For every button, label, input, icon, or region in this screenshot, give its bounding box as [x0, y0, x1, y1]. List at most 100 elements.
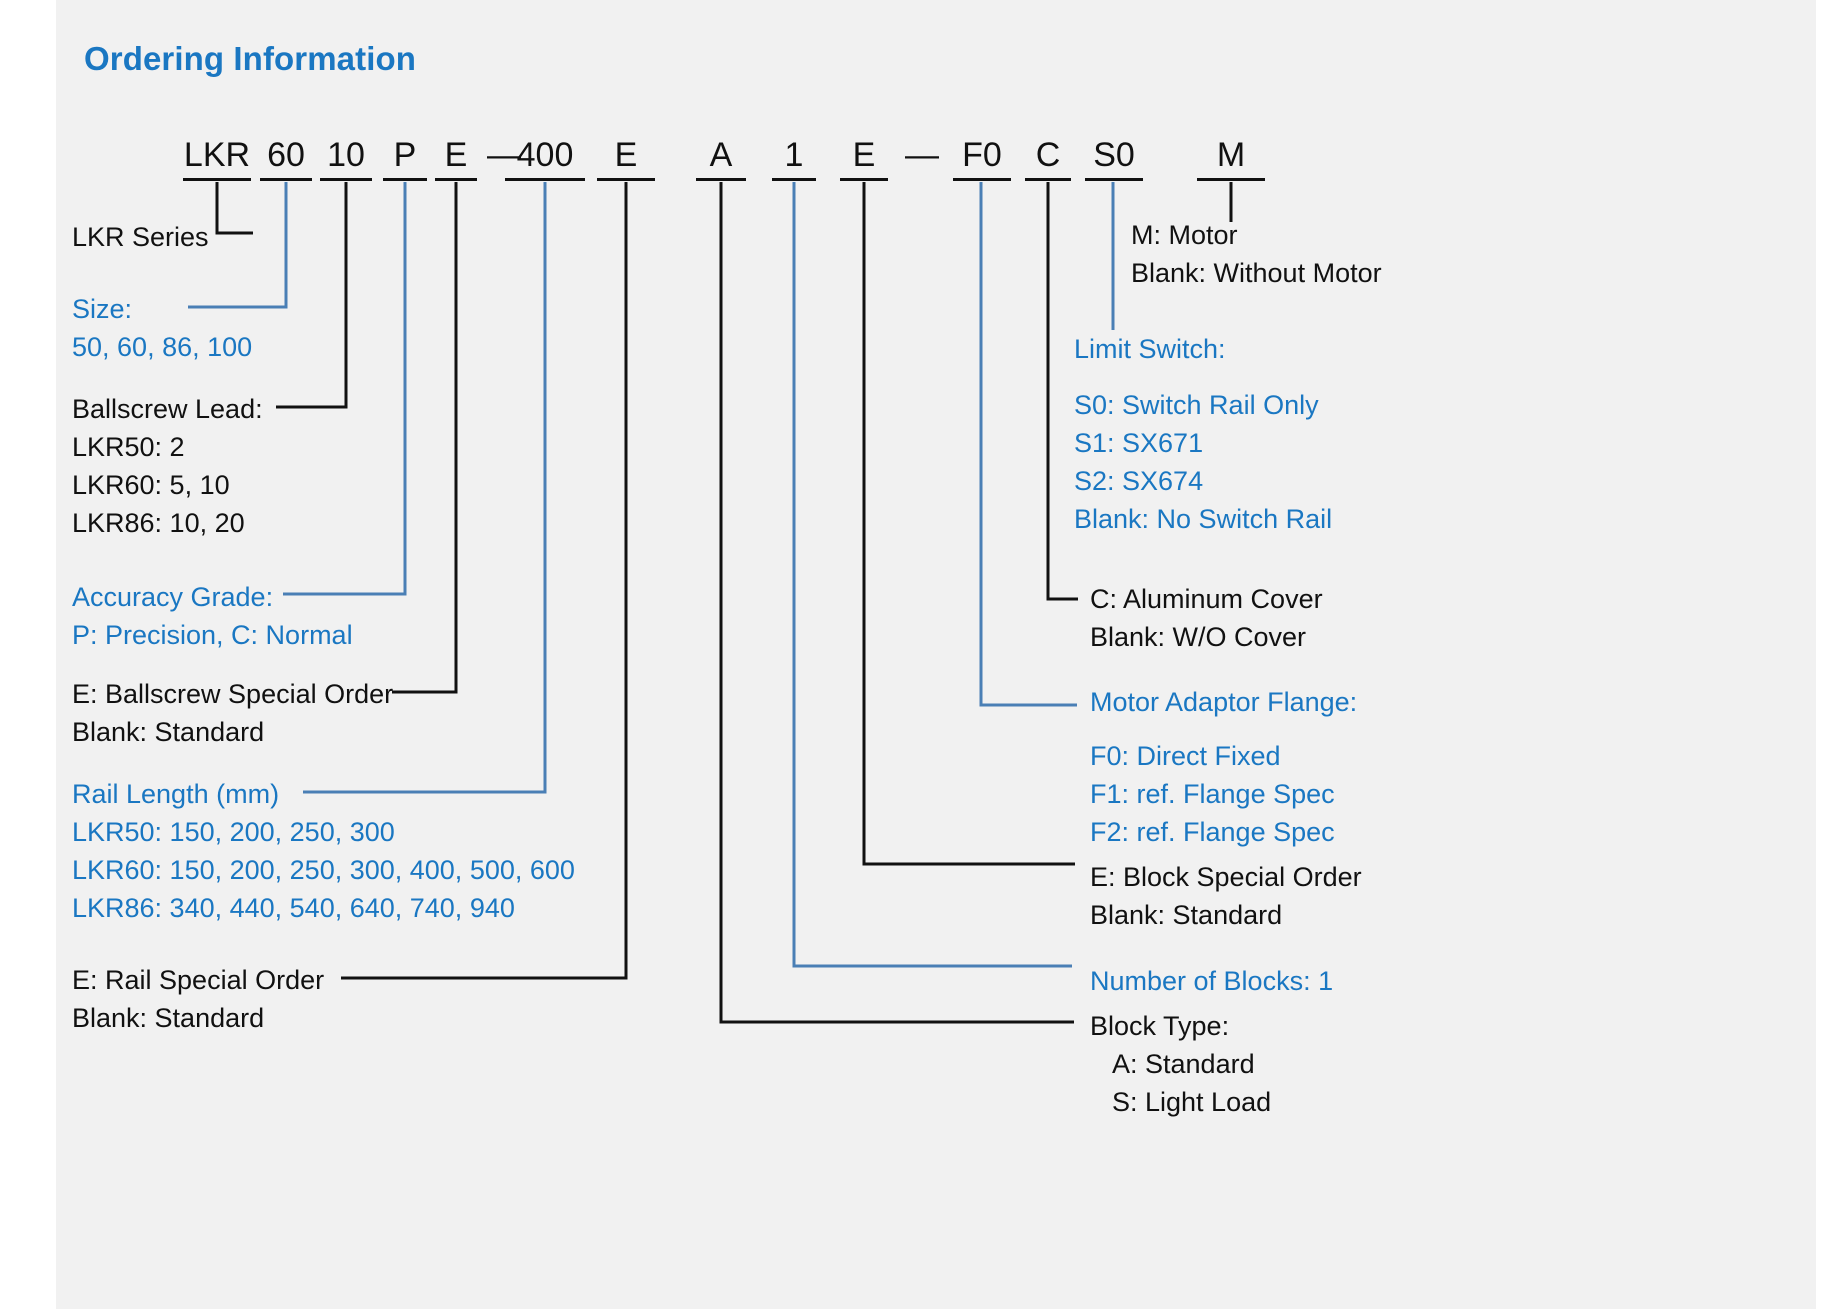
code-separator-dash-2: — — [905, 136, 939, 174]
label-line: LKR50: 150, 200, 250, 300 — [72, 817, 395, 847]
code-underline — [597, 178, 655, 181]
code-underline — [383, 178, 427, 181]
right-margin-strip — [1816, 0, 1838, 1313]
label-block-type: Block Type: A: Standard S: Light Load — [1090, 1007, 1271, 1121]
label-ballscrew-special-order: E: Ballscrew Special Order Blank: Standa… — [72, 675, 393, 751]
label-number-of-blocks: Number of Blocks: 1 — [1090, 962, 1333, 1000]
label-line: S2: SX674 — [1074, 466, 1204, 496]
bottom-margin-strip — [0, 1309, 1838, 1313]
wire-block-special — [862, 182, 1075, 866]
code-underline — [696, 178, 746, 181]
label-line: C: Aluminum Cover — [1090, 584, 1323, 614]
left-margin-strip — [0, 0, 56, 1313]
label-line: Ballscrew Lead: — [72, 394, 263, 424]
label-size: Size: 50, 60, 86, 100 — [72, 290, 252, 366]
code-underline — [505, 178, 585, 181]
code-separator-dash-1: — — [487, 136, 521, 174]
code-text: E — [444, 136, 468, 174]
label-line: Motor Adaptor Flange: — [1090, 687, 1358, 717]
label-line: F0: Direct Fixed — [1090, 741, 1281, 771]
code-cell-block-type: A — [696, 138, 746, 181]
label-line: LKR50: 2 — [72, 432, 185, 462]
code-underline — [320, 178, 372, 181]
label-ballscrew-lead: Ballscrew Lead: LKR50: 2 LKR60: 5, 10 LK… — [72, 390, 263, 542]
wire-accuracy-grade — [283, 182, 407, 596]
code-cell-cover: C — [1025, 138, 1071, 181]
code-text: 400 — [516, 136, 574, 174]
code-underline — [772, 178, 816, 181]
label-line: LKR86: 10, 20 — [72, 508, 245, 538]
label-lkr-series: LKR Series — [72, 218, 209, 256]
wire-ballscrew-special — [392, 182, 458, 694]
label-line: LKR60: 150, 200, 250, 300, 400, 500, 600 — [72, 855, 575, 885]
label-line: LKR86: 340, 440, 540, 640, 740, 940 — [72, 893, 515, 923]
label-line: Blank: Standard — [72, 1003, 265, 1033]
label-line: Number of Blocks: 1 — [1090, 966, 1334, 996]
label-line — [1074, 368, 1332, 386]
code-cell-ballscrew-lead: 10 — [320, 138, 372, 181]
label-line: Blank: Standard — [1090, 900, 1283, 930]
label-block-special-order: E: Block Special Order Blank: Standard — [1090, 858, 1362, 934]
code-text: E — [852, 136, 876, 174]
label-line: S1: SX671 — [1074, 428, 1204, 458]
code-cell-number-of-blocks: 1 — [772, 138, 816, 181]
code-underline — [953, 178, 1011, 181]
code-cell-accuracy-grade: P — [383, 138, 427, 181]
label-line: 50, 60, 86, 100 — [72, 332, 253, 362]
label-line: A: Standard — [1112, 1049, 1255, 1079]
label-line: Rail Length (mm) — [72, 779, 280, 809]
label-motor-adaptor-flange: Motor Adaptor Flange: F0: Direct Fixed F… — [1090, 683, 1357, 851]
code-cell-motor: M — [1197, 138, 1265, 181]
label-motor: M: Motor Blank: Without Motor — [1131, 216, 1382, 292]
code-underline — [1085, 178, 1143, 181]
code-text: 1 — [784, 136, 804, 174]
label-line: Blank: Without Motor — [1131, 258, 1382, 288]
code-text: C — [1035, 136, 1061, 174]
label-rail-special-order: E: Rail Special Order Blank: Standard — [72, 961, 324, 1037]
label-line: E: Block Special Order — [1090, 862, 1362, 892]
label-line: M: Motor — [1131, 220, 1238, 250]
code-text: P — [393, 136, 417, 174]
code-cell-lkr-series: LKR — [183, 138, 251, 181]
code-cell-rail-special: E — [597, 138, 655, 181]
label-line: S: Light Load — [1112, 1087, 1272, 1117]
code-cell-block-special: E — [840, 138, 888, 181]
wire-motor-adaptor-flange — [979, 182, 1077, 707]
code-underline — [1197, 178, 1265, 181]
label-line: S0: Switch Rail Only — [1074, 390, 1319, 420]
wire-ballscrew-lead — [276, 182, 348, 409]
wire-block-type — [719, 182, 1074, 1024]
wire-lkr-series — [215, 182, 253, 235]
label-line: Blank: Standard — [72, 717, 265, 747]
code-text: S0 — [1093, 136, 1135, 174]
code-text: M — [1216, 136, 1246, 174]
label-line: P: Precision, C: Normal — [72, 620, 353, 650]
code-text: 60 — [267, 136, 305, 174]
code-underline — [1025, 178, 1071, 181]
label-line: Limit Switch: — [1074, 334, 1226, 364]
label-line — [1090, 721, 1357, 737]
label-limit-switch: Limit Switch: S0: Switch Rail Only S1: S… — [1074, 330, 1332, 538]
code-cell-ballscrew-special: E — [435, 138, 477, 181]
label-line: F1: ref. Flange Spec — [1090, 779, 1335, 809]
code-cell-size: 60 — [260, 138, 312, 181]
code-cell-motor-adaptor-flange: F0 — [953, 138, 1011, 181]
page-title: Ordering Information — [84, 40, 416, 77]
code-underline — [260, 178, 312, 181]
code-underline — [435, 178, 477, 181]
code-underline — [840, 178, 888, 181]
label-line: Size: — [72, 294, 133, 324]
label-accuracy-grade: Accuracy Grade: P: Precision, C: Normal — [72, 578, 353, 654]
label-line: Block Type: — [1090, 1011, 1230, 1041]
code-cell-limit-switch: S0 — [1085, 138, 1143, 181]
code-text: E — [614, 136, 638, 174]
label-line: Blank: W/O Cover — [1090, 622, 1307, 652]
code-text: 10 — [327, 136, 365, 174]
label-line: E: Rail Special Order — [72, 965, 325, 995]
label-line: LKR Series — [72, 222, 209, 252]
label-line: F2: ref. Flange Spec — [1090, 817, 1335, 847]
label-rail-length: Rail Length (mm) LKR50: 150, 200, 250, 3… — [72, 775, 575, 927]
label-cover: C: Aluminum Cover Blank: W/O Cover — [1090, 580, 1323, 656]
